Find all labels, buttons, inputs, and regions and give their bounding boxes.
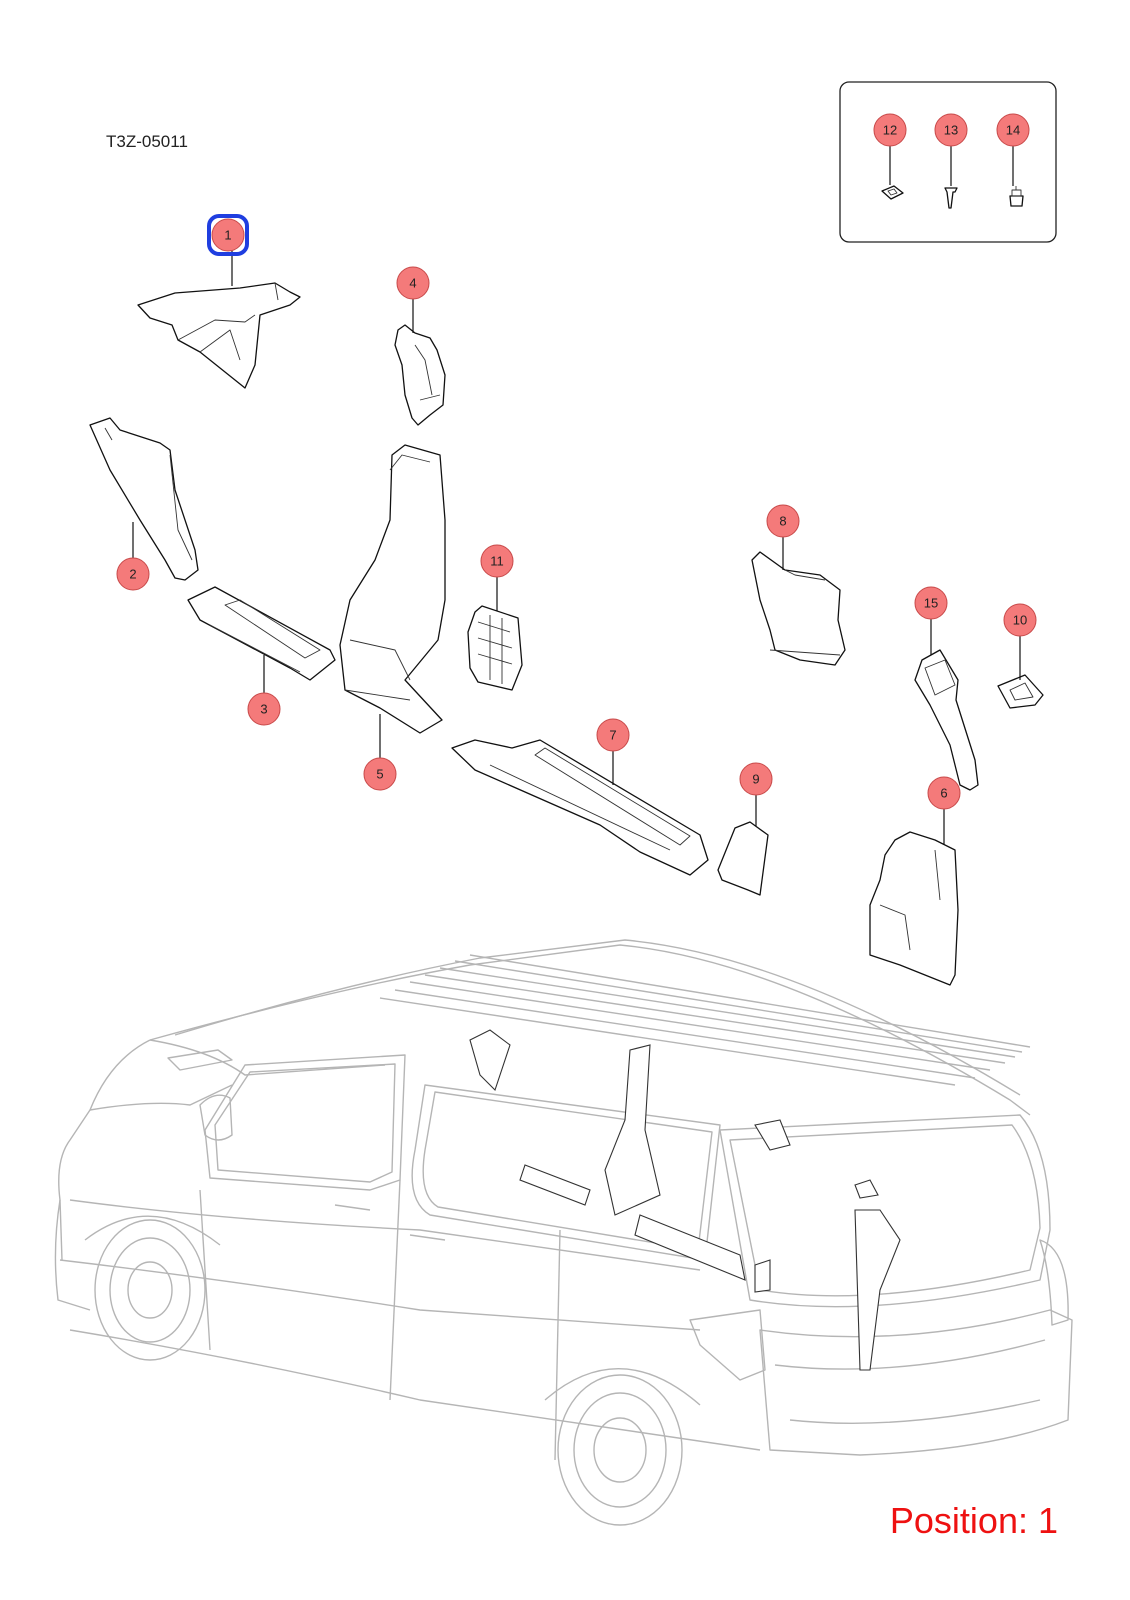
callout-6-label: 6 [940, 786, 947, 801]
selected-callout-highlight [207, 214, 249, 256]
diagram-code: T3Z-05011 [106, 132, 188, 151]
part-2-lower-pillar [89, 417, 199, 581]
callout-1[interactable]: 1 [211, 218, 245, 252]
callout-1-label: 1 [224, 228, 231, 243]
fastener-12-icon [881, 185, 904, 200]
callout-6[interactable]: 6 [927, 776, 961, 810]
callout-12-label: 12 [883, 123, 897, 138]
callout-8-label: 8 [779, 514, 786, 529]
callout-11[interactable]: 11 [480, 544, 514, 578]
fastener-14-icon [1009, 186, 1024, 207]
installed-trim-parts [469, 1029, 901, 1371]
leader-lines [132, 146, 1021, 845]
callout-2[interactable]: 2 [116, 557, 150, 591]
callout-9-label: 9 [752, 772, 759, 787]
callout-11-label: 11 [490, 554, 504, 569]
part-11-grille-panel [467, 605, 523, 691]
fastener-inset-box [839, 81, 1057, 243]
callout-9[interactable]: 9 [739, 762, 773, 796]
callout-4[interactable]: 4 [396, 266, 430, 300]
part-9-small-panel [717, 821, 769, 896]
callout-5[interactable]: 5 [363, 757, 397, 791]
callout-15-label: 15 [924, 596, 938, 611]
callout-10[interactable]: 10 [1003, 603, 1037, 637]
callout-2-label: 2 [129, 567, 136, 582]
callout-4-label: 4 [409, 276, 416, 291]
callout-5-label: 5 [376, 767, 383, 782]
callout-7[interactable]: 7 [596, 718, 630, 752]
position-label: Position: 1 [889, 1500, 1058, 1541]
callout-3[interactable]: 3 [247, 692, 281, 726]
part-6-quarter-trim [869, 831, 959, 986]
callout-13-label: 13 [944, 123, 958, 138]
callout-13[interactable]: 13 [934, 113, 968, 147]
callout-15[interactable]: 15 [914, 586, 948, 620]
callout-14-label: 14 [1006, 123, 1020, 138]
fastener-13-icon [944, 187, 958, 209]
callout-10-label: 10 [1013, 613, 1027, 628]
part-8-rear-pillar-upper [751, 551, 846, 666]
part-3-scuff-plate [187, 586, 336, 681]
part-7-rear-scuff-plate [451, 739, 709, 876]
callout-14[interactable]: 14 [996, 113, 1030, 147]
vehicle-outline [54, 939, 1073, 1526]
part-15-pillar-strip [914, 649, 979, 791]
part-10-bracket [997, 674, 1044, 709]
callout-7-label: 7 [609, 728, 616, 743]
part-4-center-pillar-upper [394, 324, 446, 426]
callout-12[interactable]: 12 [873, 113, 907, 147]
callout-8[interactable]: 8 [766, 504, 800, 538]
callout-3-label: 3 [260, 702, 267, 717]
part-5-center-pillar-lower [339, 444, 446, 734]
part-1-pillar-garnish [137, 282, 301, 389]
